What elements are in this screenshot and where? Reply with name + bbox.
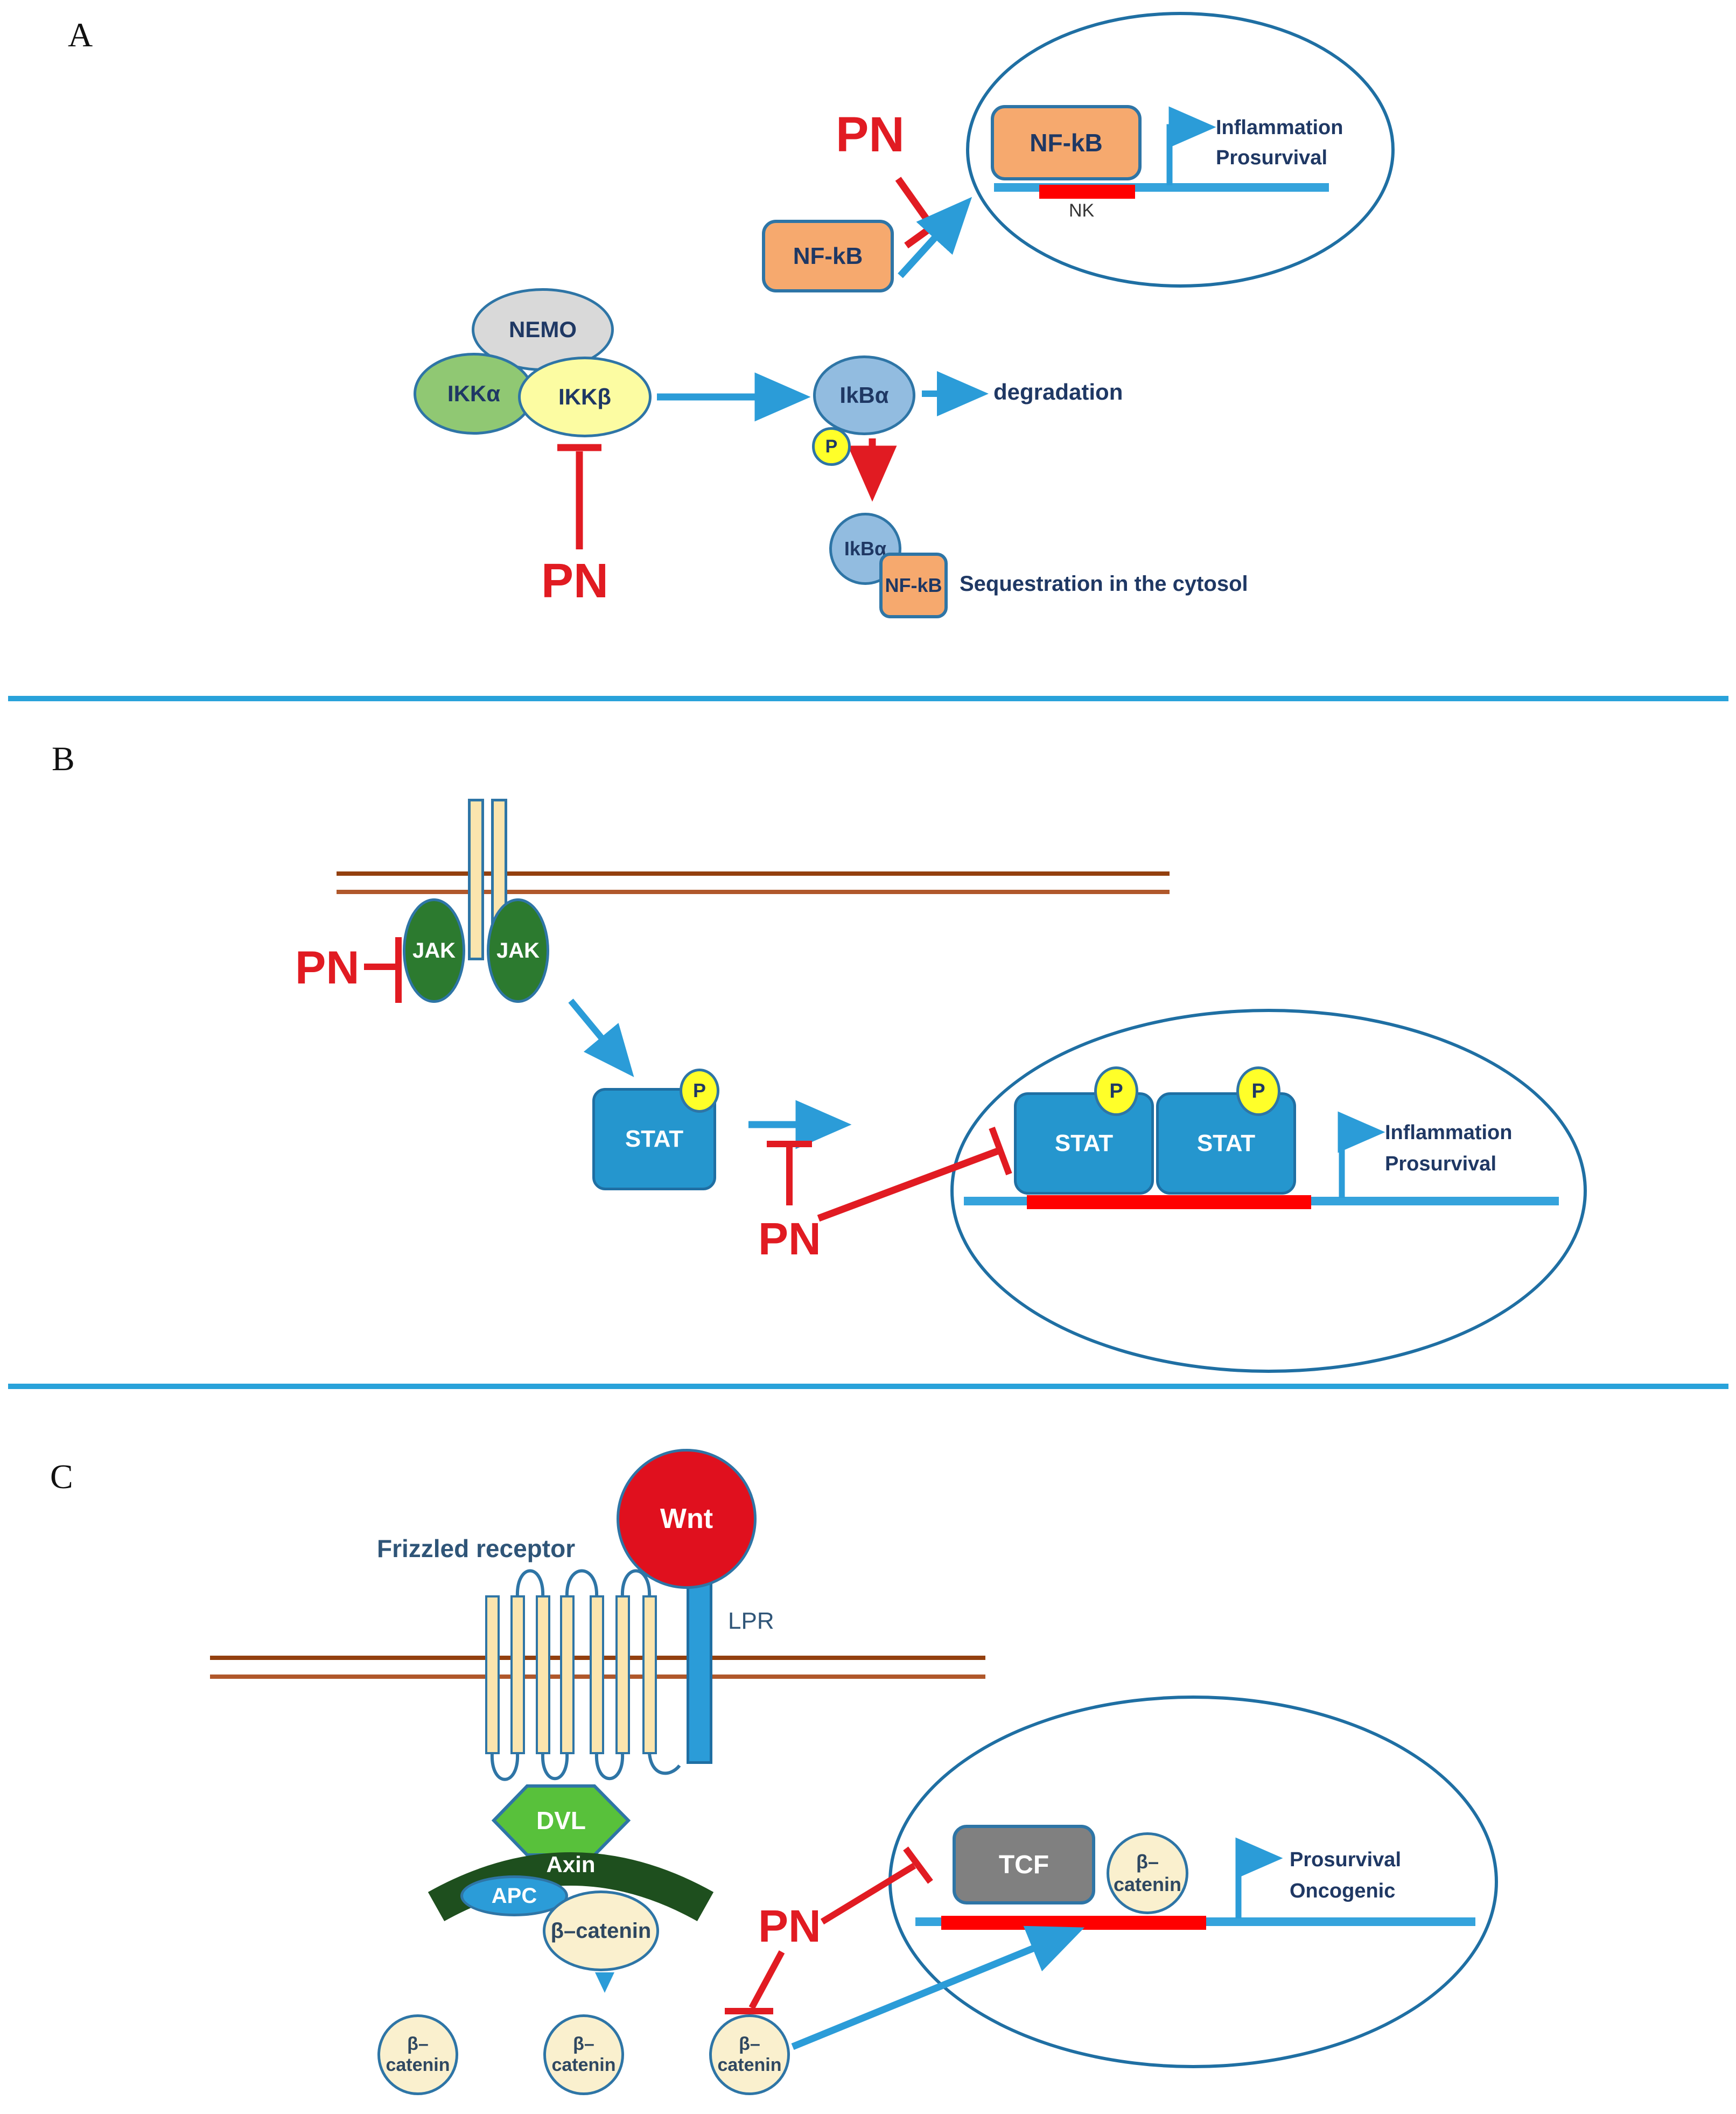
frizzled-loop-bottom-2 [541, 1753, 569, 1781]
tcf-box: TCF [953, 1825, 1095, 1904]
nfkb-sequestered-box: NF-kB [879, 553, 948, 618]
ikk-beta-ellipse: IKKβ [518, 357, 652, 437]
inflammation-label-a: Inflammation [1216, 116, 1343, 139]
receptor-bar-left [468, 799, 484, 960]
panel-a-label: A [68, 16, 93, 54]
frizzled-loop-bottom-1 [490, 1753, 520, 1781]
bcatenin-pool-1: β–catenin [377, 2014, 458, 2095]
frizzled-tm-bar-1 [485, 1595, 500, 1754]
dvl-label: DVL [536, 1806, 586, 1834]
oncogenic-label-c: Oncogenic [1290, 1880, 1396, 1902]
frizzled-loop-top-3 [620, 1569, 652, 1598]
panel-c-label: C [50, 1457, 73, 1496]
pn-inhibit-stem-c1 [820, 1862, 916, 1925]
frizzled-loop-top-1 [515, 1569, 545, 1598]
pn-label-a-bottom: PN [541, 554, 609, 608]
pn-inhibit-stem-c2 [748, 1950, 785, 2010]
pn-label-c: PN [758, 1901, 821, 1951]
frizzled-tm-bar-7 [642, 1595, 657, 1754]
pn-inhibit-stem-b3 [817, 1147, 1001, 1222]
frizzled-cterm-tail [648, 1753, 681, 1775]
jak-to-stat-arrow [568, 999, 634, 1077]
degradation-label: degradation [993, 379, 1123, 404]
stat-box-nucleus-1: STAT [1014, 1092, 1154, 1195]
prosurvival-label-a: Prosurvival [1216, 146, 1327, 169]
bcatenin-pool-2: β–catenin [543, 2014, 624, 2095]
prosurvival-label-c: Prosurvival [1290, 1848, 1401, 1871]
nk-label: NK [1069, 200, 1095, 221]
stat-box-nucleus-2: STAT [1156, 1092, 1296, 1195]
pn-label-b-mid: PN [758, 1213, 821, 1264]
inflammation-label-b: Inflammation [1385, 1121, 1513, 1144]
stat-box-cytosol: STAT [592, 1088, 716, 1190]
pn-inhibit-stem-a1 [895, 177, 935, 229]
bcatenin-nucleus-circle: β–catenin [1107, 1832, 1188, 1914]
ikba-ellipse: IkBα [813, 355, 915, 435]
pn-label-b-left: PN [295, 942, 360, 994]
panel-b-label: B [52, 739, 75, 778]
nfkb-box-cytosol: NF-kB [762, 220, 894, 292]
frizzled-tm-bar-5 [590, 1595, 604, 1754]
nfkb-translocation-arrow [898, 197, 972, 278]
jak-right-ellipse: JAK [487, 898, 549, 1003]
bcatenin-to-nucleus-arrow [791, 1925, 1085, 2050]
bcatenin-pool-3: β–catenin [709, 2014, 790, 2095]
frizzled-receptor-label: Frizzled receptor [377, 1534, 576, 1562]
apc-ellipse: APC [460, 1875, 568, 1916]
phospho-badge-a: P [812, 427, 851, 466]
promoter-arrow-c [1235, 1837, 1283, 1918]
lpr-bar [687, 1578, 712, 1764]
sequestration-label: Sequestration in the cytosol [960, 572, 1248, 596]
axin-label: Axin [546, 1852, 596, 1877]
frizzled-tm-bar-3 [536, 1595, 550, 1754]
pn-inhibit-bar-c1 [903, 1846, 933, 1884]
pn-inhibit-bar-b3 [989, 1126, 1012, 1176]
jak-left-ellipse: JAK [403, 898, 465, 1003]
frizzled-tm-bar-4 [560, 1595, 575, 1754]
phospho-badge-b-nuc1: P [1094, 1066, 1138, 1116]
prosurvival-label-b: Prosurvival [1385, 1153, 1496, 1175]
promoter-arrow-a [1166, 106, 1216, 185]
bcatenin-complex-ellipse: β–catenin [543, 1890, 659, 1971]
phospho-badge-b-nuc2: P [1236, 1066, 1280, 1116]
frizzled-tm-bar-6 [615, 1595, 630, 1754]
pn-label-a-top: PN [836, 107, 905, 162]
ikk-alpha-ellipse: IKKα [414, 353, 534, 435]
promoter-arrow-b [1338, 1111, 1385, 1198]
frizzled-loop-top-2 [565, 1569, 599, 1598]
frizzled-tm-bar-2 [510, 1595, 525, 1754]
phospho-badge-b: P [680, 1069, 719, 1113]
nfkb-box-nucleus: NF-kB [991, 105, 1142, 180]
lpr-label: LPR [728, 1608, 774, 1634]
frizzled-loop-bottom-3 [594, 1753, 625, 1781]
release-arrowhead [595, 1972, 614, 1993]
wnt-circle: Wnt [617, 1449, 757, 1589]
